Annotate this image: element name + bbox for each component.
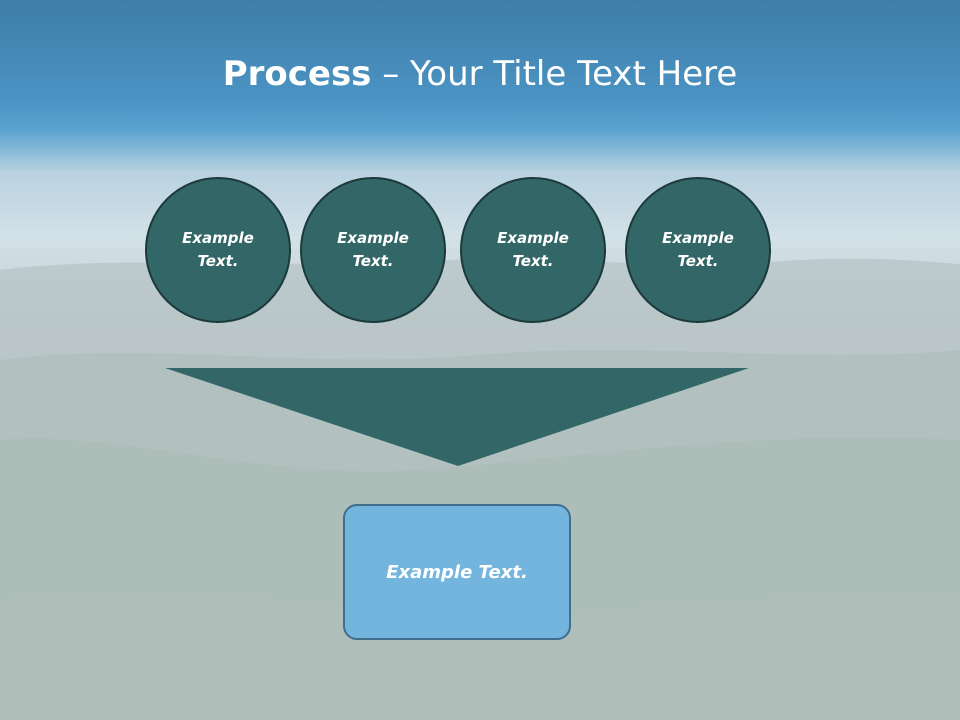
funnel-triangle: [165, 368, 749, 466]
circle-1-label: Example Text.: [182, 229, 254, 270]
slide-title: Process – Your Title Text Here: [0, 52, 960, 96]
circle-3-label: Example Text.: [497, 229, 569, 270]
result-box: Example Text.: [343, 504, 571, 640]
process-step-circle-1: Example Text.: [145, 177, 291, 323]
title-rest-part: – Your Title Text Here: [371, 54, 738, 94]
landscape-background: [0, 258, 960, 720]
process-step-circle-2: Example Text.: [300, 177, 446, 323]
title-bold-part: Process: [222, 54, 372, 94]
result-box-label: Example Text.: [386, 561, 528, 583]
circle-4-label: Example Text.: [662, 229, 734, 270]
process-step-circle-3: Example Text.: [460, 177, 606, 323]
process-step-circle-4: Example Text.: [625, 177, 771, 323]
circle-2-label: Example Text.: [337, 229, 409, 270]
